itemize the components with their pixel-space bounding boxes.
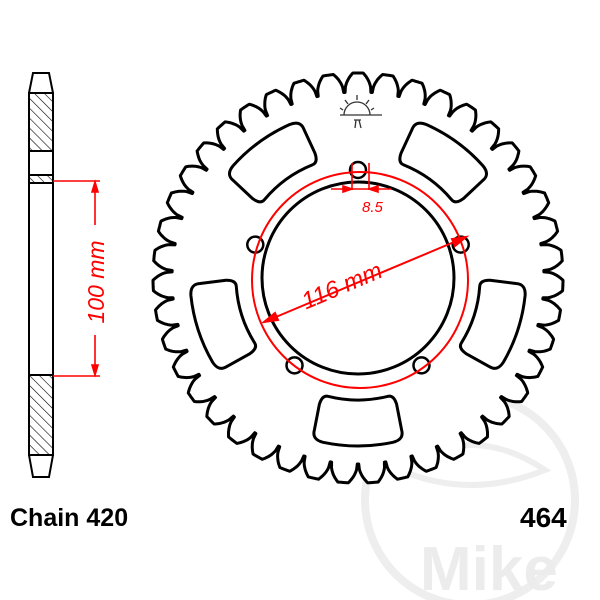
lightening-cutout xyxy=(227,121,318,204)
side-profile xyxy=(28,72,54,478)
manufacturer-logo-icon xyxy=(339,95,382,129)
sprocket-front-view xyxy=(151,71,565,485)
center-bore xyxy=(260,180,456,376)
lightening-cutout xyxy=(458,278,527,370)
chain-label: Chain 420 xyxy=(10,504,129,532)
lightening-cutout xyxy=(398,121,489,204)
bolt-hole xyxy=(412,356,431,375)
lightening-cutout xyxy=(189,278,258,370)
bolt-hole xyxy=(348,160,368,180)
part-number: 464 xyxy=(520,502,567,533)
hub-dimension xyxy=(53,179,100,378)
hub-dimension-label: 100 mm xyxy=(83,240,109,323)
pcd-dimension xyxy=(251,171,470,389)
watermark-text: Mike xyxy=(420,535,558,600)
lightening-cutout xyxy=(312,394,404,448)
bolt-hole-dimension-label: 8.5 xyxy=(362,199,384,216)
bolt-hole-dimension xyxy=(331,163,391,194)
